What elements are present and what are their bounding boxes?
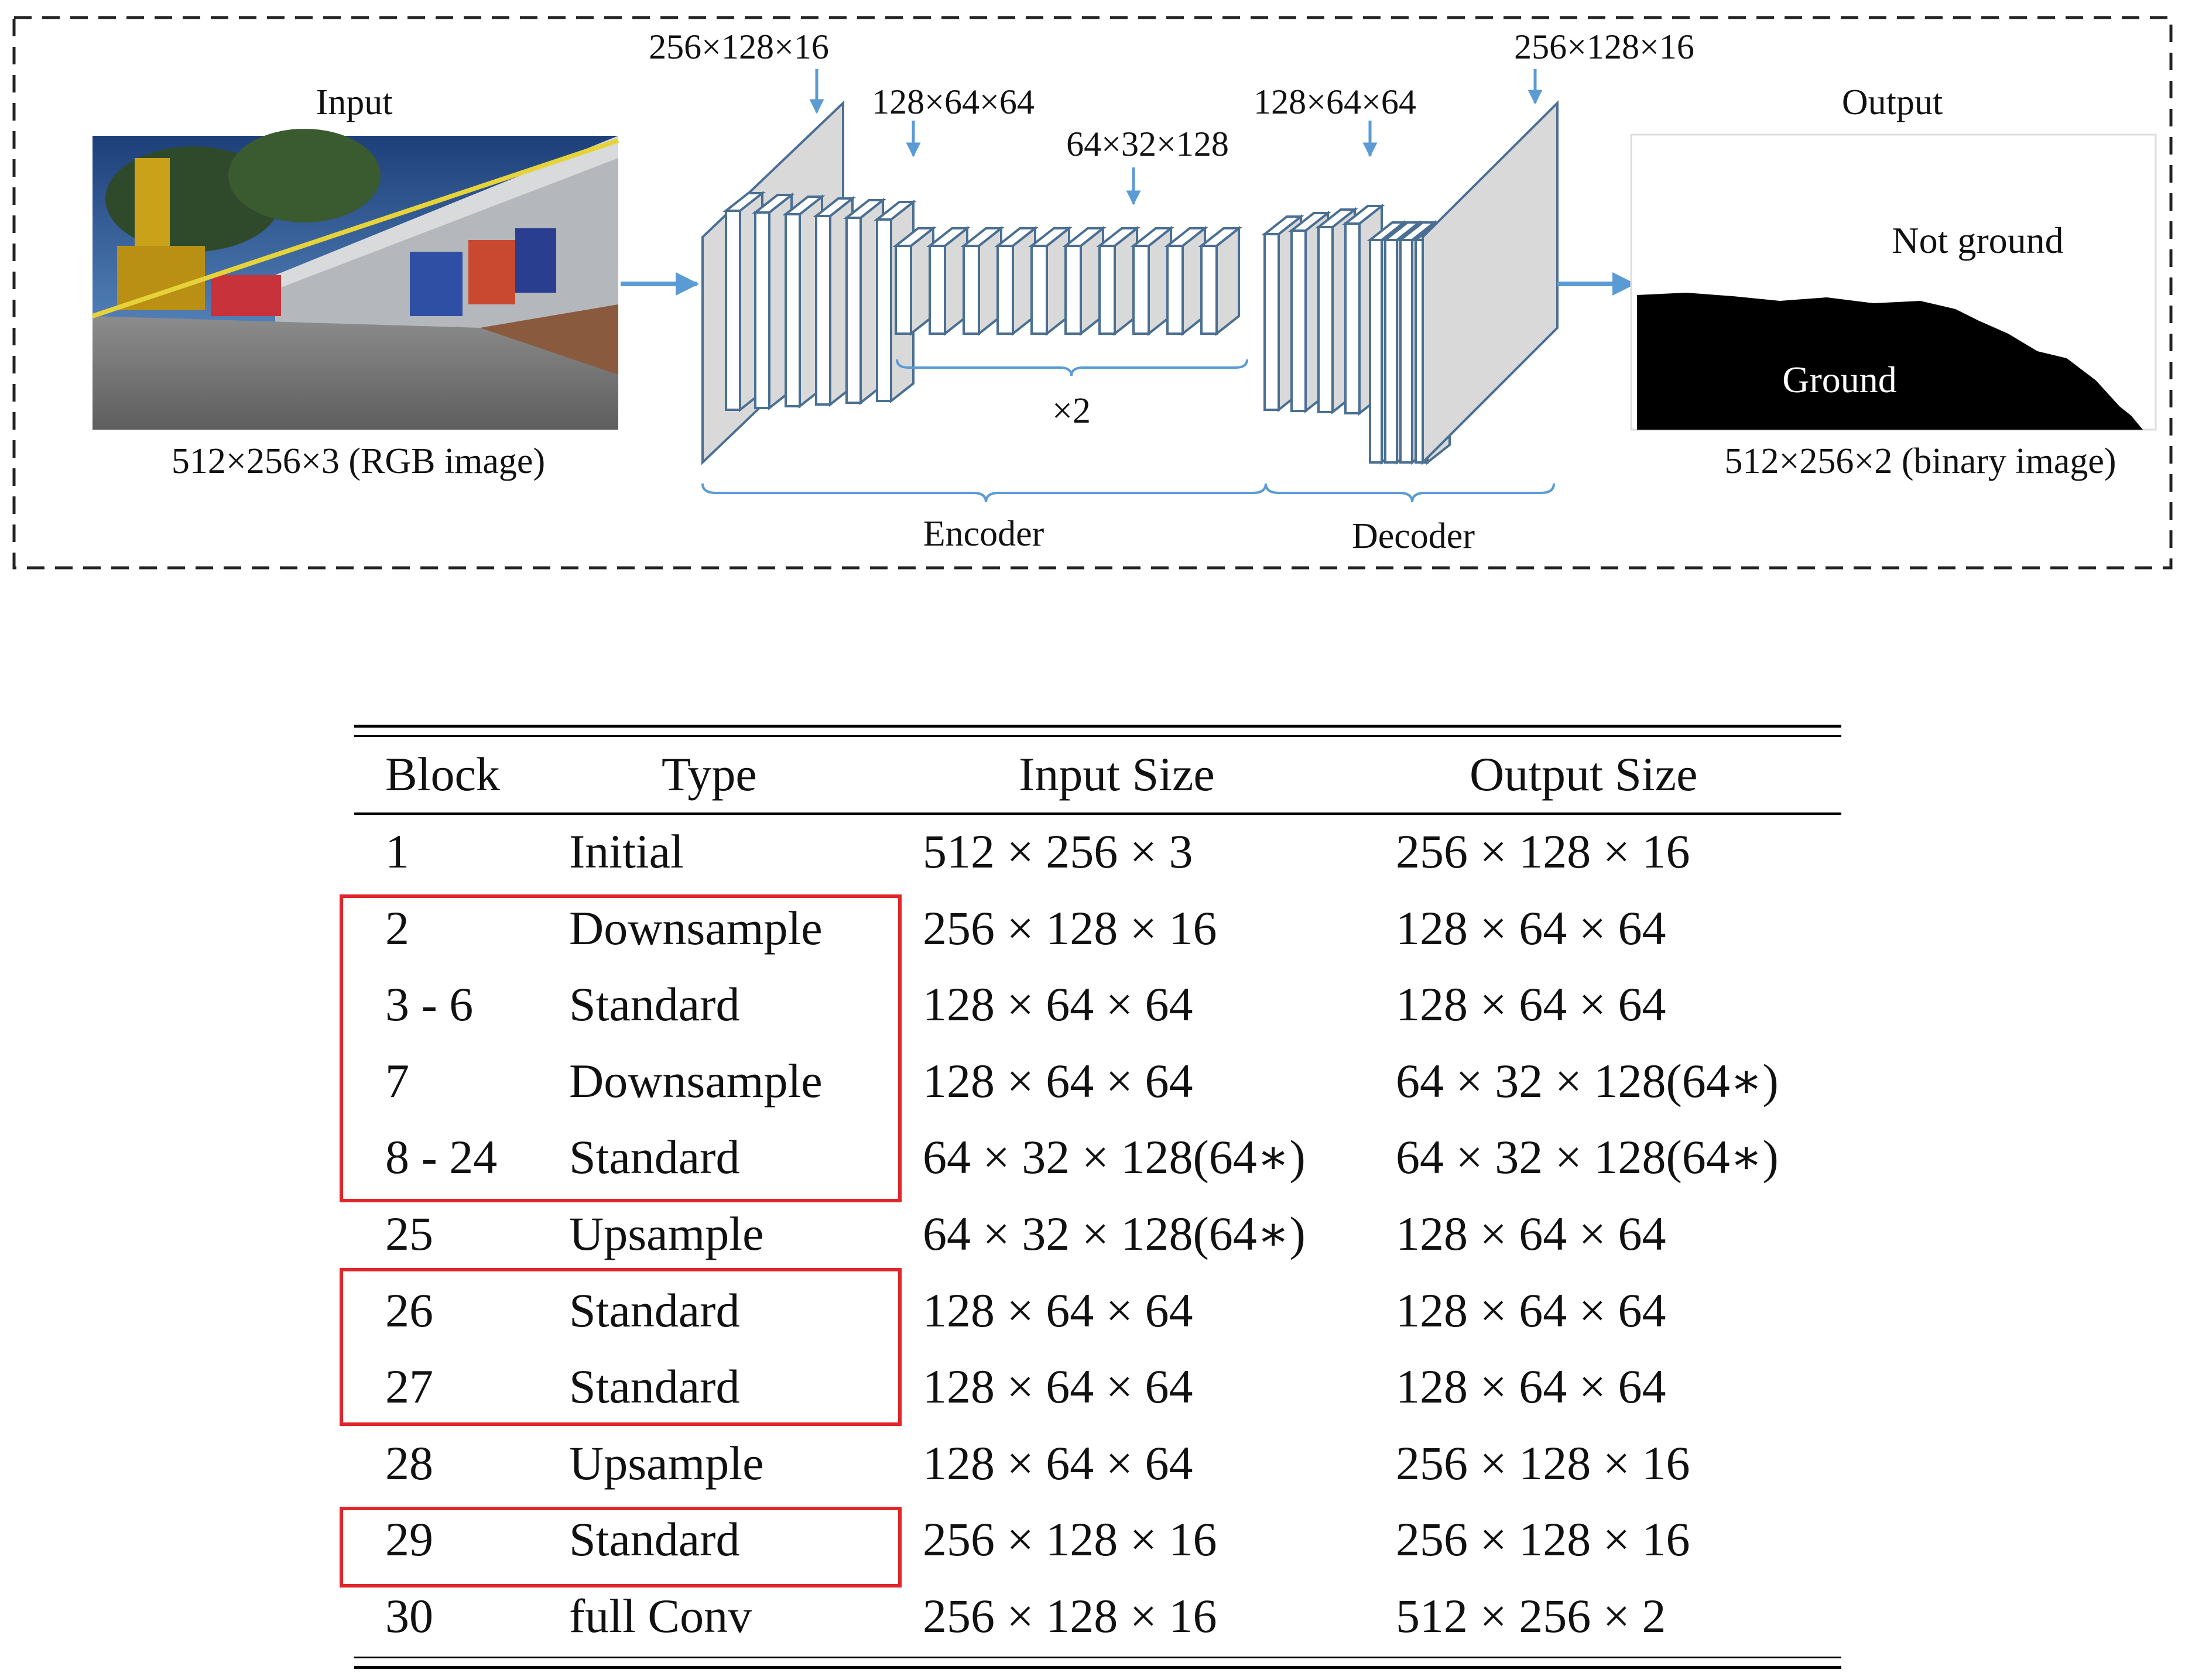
encoder-brace <box>701 483 1267 503</box>
middle-block <box>1096 225 1141 337</box>
output-mask <box>1630 133 2157 431</box>
not-ground-label: Not ground <box>1892 220 2063 261</box>
cell-output-size: 64 × 32 × 128(64∗) <box>1396 1130 1779 1184</box>
input-photo <box>91 129 619 430</box>
table-header-rule <box>354 812 1841 815</box>
cell-output-size: 128 × 64 × 64 <box>1396 1360 1666 1414</box>
middle-block <box>1028 225 1073 337</box>
cell-input-size: 128 × 64 × 64 <box>923 1436 1193 1490</box>
cell-type: Initial <box>569 825 684 878</box>
input-label: Input <box>316 83 393 122</box>
cell-input-size: 256 × 128 × 16 <box>923 1513 1217 1566</box>
size-label-middle: 64×32×128 <box>1066 125 1229 163</box>
size-label-enc-second: 128×64×64 <box>872 83 1035 121</box>
cell-block: 27 <box>385 1360 433 1414</box>
table-bottom-rule-inner <box>354 1657 1841 1658</box>
cell-input-size: 64 × 32 × 128(64∗) <box>923 1207 1306 1260</box>
cell-block: 26 <box>385 1283 433 1337</box>
output-label: Output <box>1842 83 1943 122</box>
middle-block <box>892 225 937 337</box>
cell-output-size: 128 × 64 × 64 <box>1396 1283 1666 1337</box>
highlight-box-decoder-standard <box>340 1268 902 1426</box>
cell-output-size: 256 × 128 × 16 <box>1396 1436 1690 1490</box>
diagram-frame <box>12 16 2173 570</box>
network-blocks <box>701 100 1559 465</box>
table-bottom-rule <box>354 1666 1841 1669</box>
ground-label: Ground <box>1782 359 1897 400</box>
header-input-size: Input Size <box>1019 748 1215 801</box>
table-top-rule <box>354 725 1841 728</box>
middle-block <box>926 225 971 337</box>
input-caption: 512×256×3 (RGB image) <box>172 441 545 481</box>
repeat-label: ×2 <box>1052 391 1091 431</box>
cell-block: 1 <box>385 825 409 878</box>
output-caption: 512×256×2 (binary image) <box>1724 441 2116 481</box>
cell-block: 28 <box>385 1436 433 1490</box>
cell-type: Upsample <box>569 1207 764 1260</box>
highlight-box-final-standard <box>340 1507 902 1588</box>
size-label-dec-last: 256×128×16 <box>1514 28 1694 66</box>
cell-output-size: 128 × 64 × 64 <box>1396 1207 1666 1260</box>
cell-type: Standard <box>569 1513 740 1566</box>
middle-block <box>1062 225 1107 337</box>
size-label-enc-first: 256×128×16 <box>649 28 829 66</box>
cell-input-size: 256 × 128 × 16 <box>923 901 1217 955</box>
repeat-brace <box>896 359 1248 376</box>
cell-output-size: 256 × 128 × 16 <box>1396 1513 1690 1566</box>
cell-type: Downsample <box>569 901 823 955</box>
decoder-brace <box>1265 483 1555 503</box>
cell-output-size: 256 × 128 × 16 <box>1396 825 1690 878</box>
cell-output-size: 128 × 64 × 64 <box>1396 978 1666 1031</box>
decoder-output-block <box>1422 100 1559 465</box>
cell-input-size: 64 × 32 × 128(64∗) <box>923 1130 1306 1184</box>
cell-input-size: 128 × 64 × 64 <box>923 1283 1193 1337</box>
table-top-rule-inner <box>354 735 1841 737</box>
size-label-dec-first: 128×64×64 <box>1254 83 1416 121</box>
cell-type: Standard <box>569 1283 740 1337</box>
cell-input-size: 128 × 64 × 64 <box>923 978 1193 1031</box>
middle-block <box>1164 225 1208 337</box>
cell-type: Upsample <box>569 1436 764 1490</box>
cell-input-size: 256 × 128 × 16 <box>923 1589 1217 1643</box>
cell-output-size: 512 × 256 × 2 <box>1396 1589 1666 1643</box>
network-diagram: Input 512×256×3 (RGB image) 256×128×16 1… <box>12 16 2173 570</box>
cell-input-size: 512 × 256 × 3 <box>923 825 1193 878</box>
cell-block: 25 <box>385 1207 433 1260</box>
middle-block <box>1198 225 1242 337</box>
middle-block <box>960 225 1005 337</box>
cell-type: Downsample <box>569 1054 823 1108</box>
cell-block: 3 - 6 <box>385 978 474 1031</box>
cell-block: 30 <box>385 1589 433 1643</box>
cell-output-size: 64 × 32 × 128(64∗) <box>1396 1054 1779 1108</box>
middle-block <box>994 225 1039 337</box>
cell-block: 8 - 24 <box>385 1130 498 1184</box>
header-block: Block <box>385 748 500 801</box>
cell-block: 7 <box>385 1054 409 1108</box>
cell-input-size: 128 × 64 × 64 <box>923 1054 1193 1108</box>
decoder-label: Decoder <box>1352 516 1475 556</box>
cell-type: Standard <box>569 1360 740 1414</box>
cell-type: Standard <box>569 1130 740 1184</box>
middle-block <box>1130 225 1174 337</box>
highlight-box-encoder <box>340 894 902 1202</box>
cell-block: 29 <box>385 1513 433 1566</box>
cell-output-size: 128 × 64 × 64 <box>1396 901 1666 955</box>
header-output-size: Output Size <box>1470 748 1698 801</box>
cell-type: full Conv <box>569 1589 752 1643</box>
cell-type: Standard <box>569 978 740 1031</box>
cell-block: 2 <box>385 901 409 955</box>
cell-input-size: 128 × 64 × 64 <box>923 1360 1193 1414</box>
encoder-label: Encoder <box>923 514 1044 554</box>
header-type: Type <box>662 748 757 801</box>
